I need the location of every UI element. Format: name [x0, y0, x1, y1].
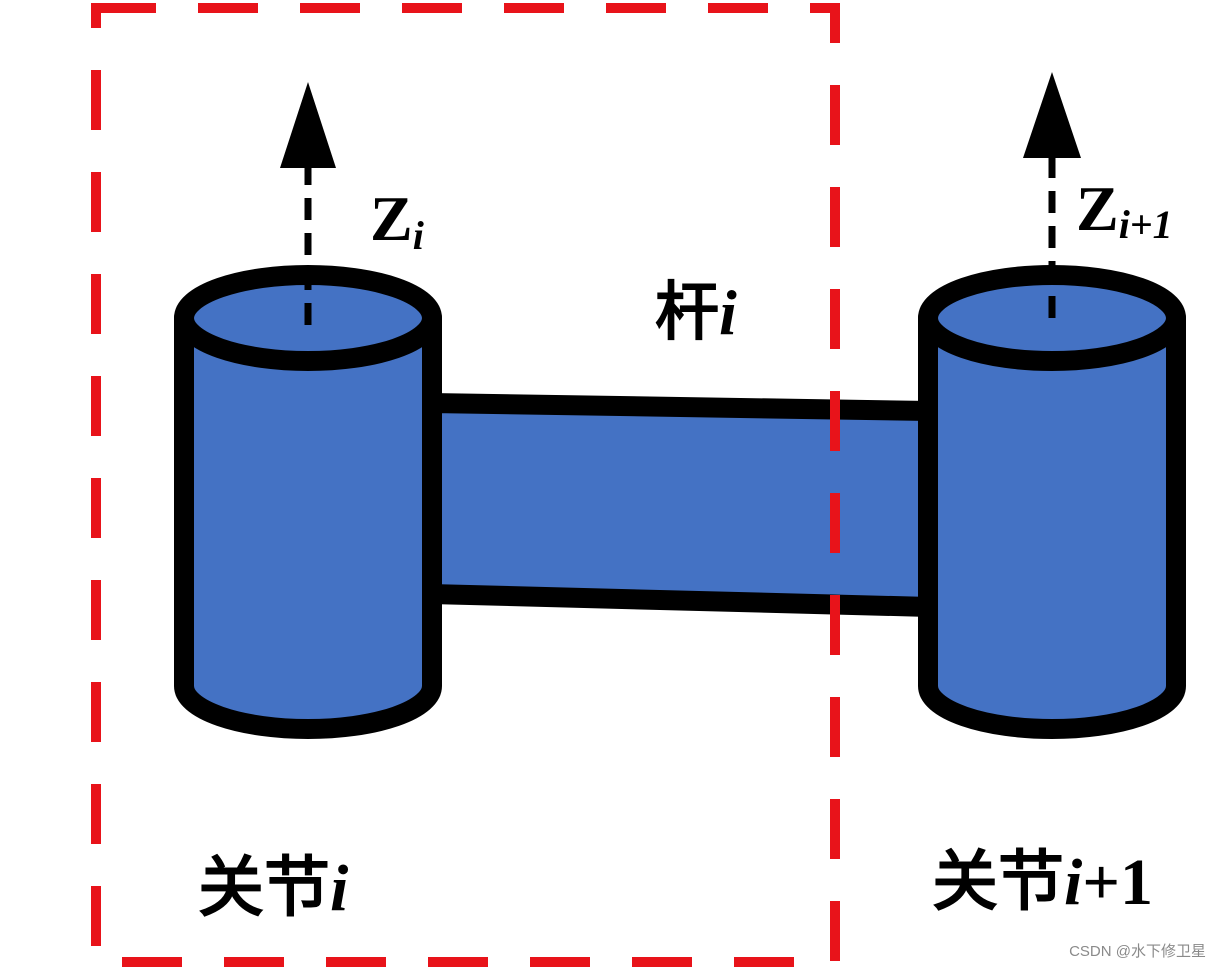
z-axis-i1-arrow: [1023, 72, 1081, 318]
joint-i-label: 关节i: [198, 849, 349, 926]
z-axis-i-arrow: [280, 82, 336, 325]
link-i-label: 杆i: [655, 276, 737, 350]
link-bar: [420, 393, 940, 617]
joint-i-cylinder: [174, 265, 442, 739]
joint-i1-cylinder: [918, 265, 1186, 739]
joint-i1-label: 关节i+1: [932, 843, 1153, 920]
z-i1-label: Zi+1: [1076, 173, 1173, 247]
z-i-label: Zi: [370, 183, 424, 258]
watermark: CSDN @水下修卫星: [1069, 943, 1206, 960]
